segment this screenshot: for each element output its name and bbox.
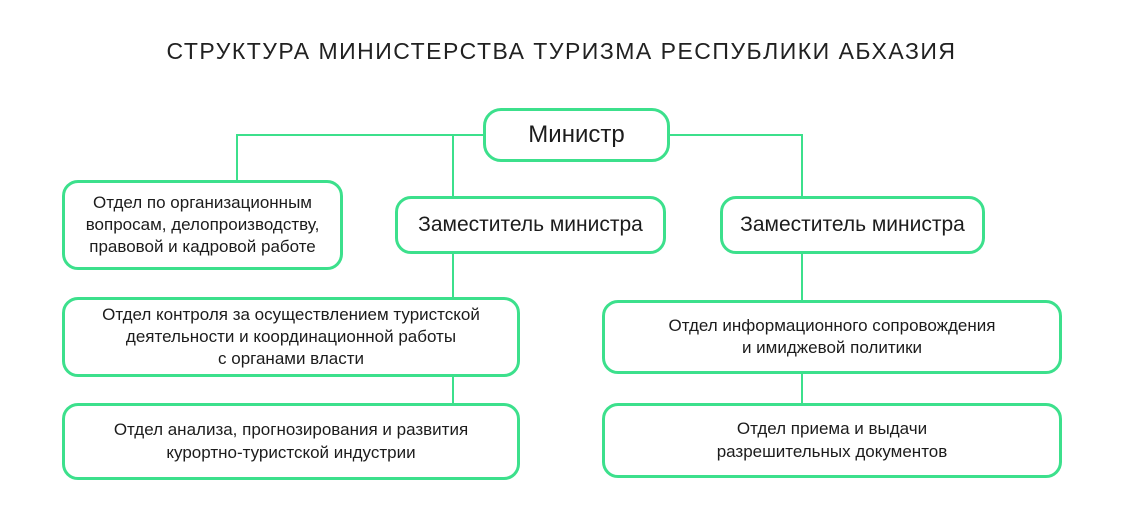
connector-minister-left-horizontal [236,134,483,136]
node-minister: Министр [483,108,670,162]
node-dept-analysis: Отдел анализа, прогнозирования и развити… [62,403,520,480]
connector-control-to-dept-analysis [452,375,454,405]
diagram-title: СТРУКТУРА МИНИСТЕРСТВА ТУРИЗМА РЕСПУБЛИК… [166,38,957,64]
connector-deputy1-to-dept-control [452,254,454,299]
node-dept-information: Отдел информационного сопровождения и им… [602,300,1062,374]
connector-to-deputy-1 [452,134,454,198]
connector-info-to-dept-permits [801,372,803,405]
node-deputy-minister-2: Заместитель министра [720,196,985,254]
node-deputy-minister-1: Заместитель министра [395,196,666,254]
node-dept-control: Отдел контроля за осуществлением туристс… [62,297,520,377]
connector-deputy2-to-dept-info [801,254,803,302]
node-dept-permits: Отдел приема и выдачи разрешительных док… [602,403,1062,478]
connector-to-dept-org [236,134,238,182]
connector-minister-right-horizontal [670,134,802,136]
connector-to-deputy-2 [801,134,803,198]
node-dept-organizational: Отдел по организационным вопросам, делоп… [62,180,343,270]
